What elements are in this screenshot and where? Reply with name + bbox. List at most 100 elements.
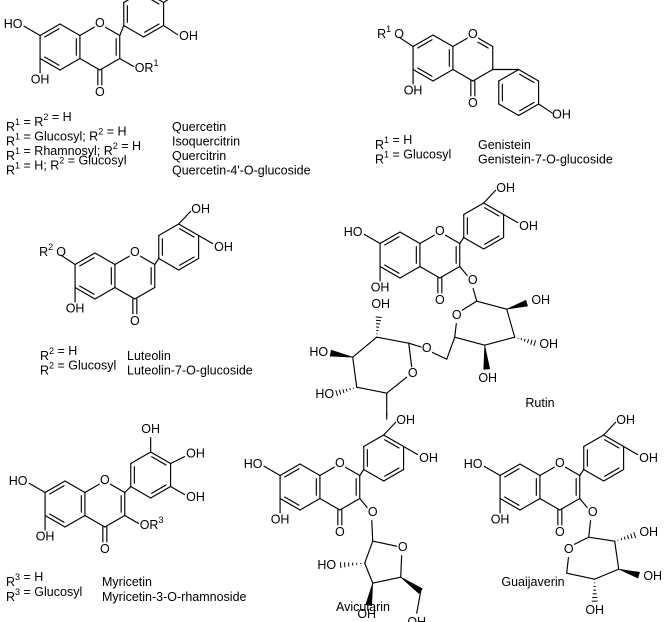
ring-a-bond (279, 463, 301, 477)
bond (484, 336, 516, 346)
double-bond (151, 456, 167, 466)
substituent-row: R2 = Glucosyl (40, 359, 116, 378)
ring-a-bond (279, 497, 301, 511)
bond (400, 553, 403, 578)
compound-name: Isoquercitrin (172, 135, 240, 149)
guaijaverin-oh-5-label: OH (491, 513, 510, 527)
rutin-glucose-oh3: OH (539, 337, 558, 351)
wedge-bond (506, 299, 528, 310)
guaijaverin-oh3-label: OH (643, 569, 662, 583)
ring-b-bond (123, 0, 130, 4)
ring-a-bond (59, 57, 81, 71)
substituent-row: R1 = R2 = H (6, 110, 72, 134)
double-bond (384, 439, 400, 449)
avicularin-ring-oxygen-label: O (335, 456, 345, 470)
r1o-label: R1 (377, 24, 391, 41)
bond (614, 540, 620, 570)
double-bond (384, 236, 400, 246)
ring-oxygen-label: O (95, 16, 105, 30)
rutin-ring-oxygen-label: O (435, 224, 445, 238)
oh-5-label: OH (36, 530, 55, 544)
ring-a-bond (299, 497, 321, 511)
substituent-row: R3 = Glucosyl (6, 585, 82, 604)
bond (163, 0, 169, 4)
bond (603, 434, 625, 448)
oh-5-label: OH (66, 302, 85, 316)
avicularin-ho-7-label: HO (244, 457, 263, 471)
bond (398, 36, 414, 48)
ring-a-bond (39, 23, 61, 37)
compound-name: Quercitrin (172, 149, 226, 163)
bond (559, 497, 581, 511)
bond (372, 576, 402, 584)
bond (518, 68, 540, 82)
bond (94, 252, 116, 266)
double-bond (150, 0, 160, 5)
compound-name: Luteolin (127, 349, 171, 363)
ring-a-bond (379, 231, 401, 245)
oh-3prime-label: OH (179, 29, 198, 43)
bond (130, 451, 152, 465)
wedge-bond (365, 583, 374, 607)
bond (178, 257, 200, 271)
double-bond (79, 257, 95, 267)
hash-bond (517, 337, 537, 347)
compound-name-rutin: Rutin (525, 396, 554, 410)
r2o-label: R2 (39, 242, 53, 259)
ring-a-bond (299, 463, 321, 477)
compound-name: Quercetin-4'-O-glucoside (172, 164, 311, 178)
bond (150, 451, 172, 465)
compound-name: Myricetin (102, 575, 152, 589)
bond (506, 308, 516, 338)
compound-name-avicularin: Avicularin (336, 600, 390, 614)
r2o-oxygen: O (56, 245, 66, 259)
bond (403, 445, 419, 456)
double-bond (179, 256, 195, 266)
bond (178, 223, 200, 237)
bond (170, 456, 186, 465)
bond (459, 265, 469, 277)
bond (439, 265, 461, 279)
oh-4prime-label: OH (552, 108, 571, 122)
bond (579, 468, 585, 477)
bond (352, 336, 378, 358)
substituent-row: R1 = Glucosyl (375, 148, 451, 167)
bond (383, 421, 397, 436)
avicularin-furanose-oxygen: O (398, 540, 408, 554)
bond (339, 497, 361, 511)
rutin-carbonyl-oxygen-label: O (435, 293, 445, 307)
rutin-rhamnose-oh: OH (371, 297, 390, 311)
rutin-o3-label: O (468, 273, 478, 287)
bond (483, 189, 497, 204)
bond (150, 485, 172, 499)
double-bond (484, 235, 500, 245)
oh-4prime-label: OH (186, 447, 205, 461)
hash-bond (339, 562, 362, 569)
bond (363, 233, 381, 245)
bond (356, 386, 388, 394)
rutin-oh-3prime-label: OH (519, 219, 538, 233)
ring-a-bond (499, 463, 521, 477)
ho-7-label: HO (9, 474, 28, 488)
bond (588, 518, 592, 538)
rutin-rhamnose-ho3: HO (309, 345, 328, 359)
bond (372, 540, 398, 547)
rutin-oh-4prime-label: OH (496, 181, 515, 195)
ring-a-bond (399, 265, 421, 279)
oh-5-label: OH (404, 84, 423, 98)
double-bond (44, 56, 60, 66)
bond (364, 562, 374, 584)
bond (163, 24, 179, 36)
bond (359, 468, 365, 477)
double-bond (151, 484, 167, 494)
ring-a-bond (519, 463, 541, 477)
bond (566, 554, 570, 574)
bond (28, 482, 46, 494)
bond (432, 34, 454, 48)
bond (119, 24, 125, 37)
bond (431, 351, 448, 360)
ring-a-bond (379, 265, 401, 279)
bond (376, 336, 410, 344)
